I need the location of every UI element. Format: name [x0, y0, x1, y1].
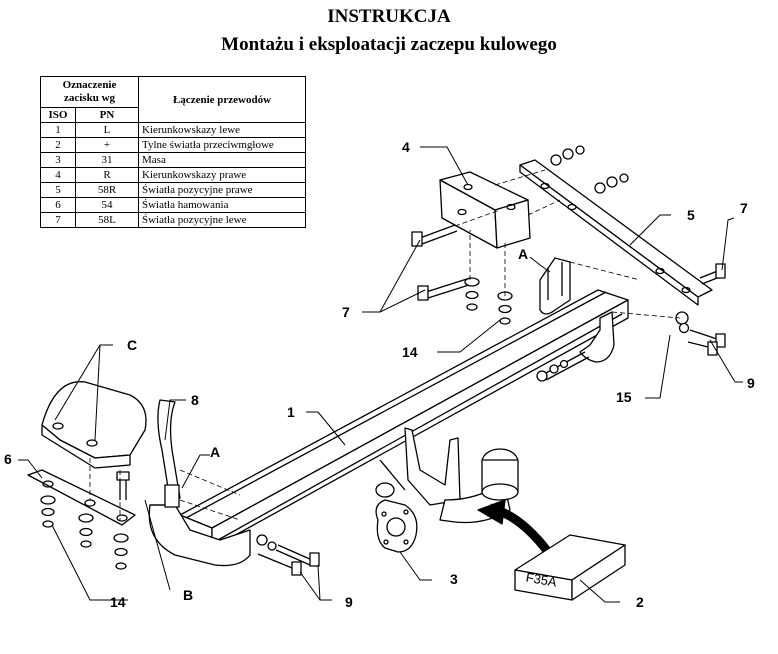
bracket-part-4 [439, 171, 531, 249]
page-title: INSTRUKCJA [327, 6, 451, 27]
label-part-7-left: 7 [342, 304, 350, 320]
washer-stack-14-left [40, 495, 129, 570]
left-end-bracket [148, 399, 251, 567]
bolt-7-right [699, 263, 726, 285]
label-part-8: 8 [191, 392, 199, 408]
label-part-2: 2 [636, 594, 644, 610]
package-box [514, 534, 626, 601]
label-part-9-left: 9 [345, 594, 353, 610]
insert-arrow [477, 499, 552, 555]
label-part-14-left: 14 [110, 594, 126, 610]
bolt-set-9-left [256, 534, 320, 576]
header-pn: PN [75, 107, 139, 123]
assembly-guide-lines [89, 169, 681, 521]
leader-lines [18, 146, 743, 603]
label-part-14-right: 14 [402, 344, 418, 360]
wiring-table: Oznaczenie zacisku wg Łączenie przewodów… [40, 76, 306, 228]
label-part-4: 4 [402, 139, 410, 155]
label-a-left: A [210, 444, 220, 460]
header-marking: Oznaczenie zacisku wg [40, 76, 139, 108]
label-b: B [183, 587, 193, 603]
bolt-set-7-left [411, 224, 473, 301]
right-side-bracket [539, 257, 615, 363]
label-c: C [127, 337, 137, 353]
label-part-9-right: 9 [747, 375, 755, 391]
label-a-right: A [518, 246, 528, 262]
right-bolt-group [536, 351, 590, 382]
table-row: 2+Tylne światła przeciwmgłowe [40, 137, 306, 153]
label-part-3: 3 [450, 571, 458, 587]
label-part-15: 15 [616, 389, 632, 405]
top-nut-set [550, 145, 629, 194]
label-part-1: 1 [287, 404, 295, 420]
label-part-6: 6 [4, 451, 12, 467]
crossbar-part [179, 289, 629, 549]
washer-stack-14-right [464, 277, 513, 325]
plate-part-5 [519, 159, 713, 306]
label-part-5: 5 [687, 207, 695, 223]
box-code-label: F35A [525, 570, 559, 590]
page-subtitle: Montażu i eksploatacji zaczepu kulowego [221, 34, 557, 55]
socket-plate [375, 499, 418, 553]
bolt-8 [116, 471, 130, 500]
bolt-set-9-right [675, 311, 726, 356]
label-part-7-right: 7 [740, 200, 748, 216]
header-connection: Łączenie przewodów [138, 76, 306, 123]
